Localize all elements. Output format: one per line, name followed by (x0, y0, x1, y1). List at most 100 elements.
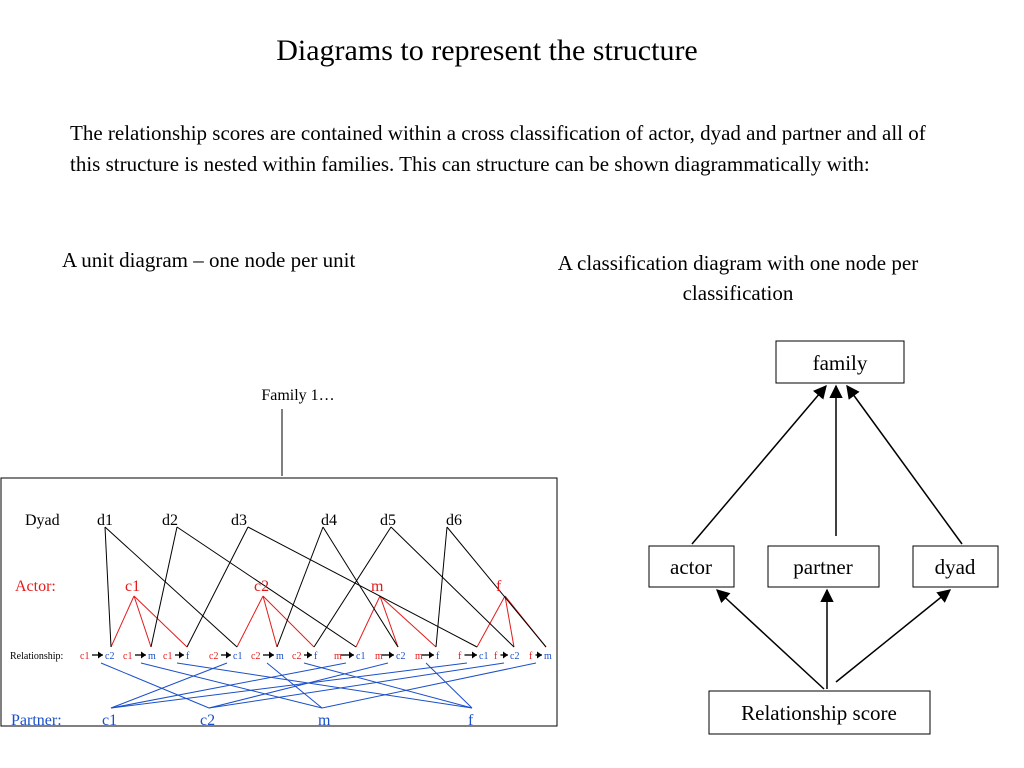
relationship-actor-label: m (415, 651, 423, 662)
partner-node-label: partner (793, 555, 852, 579)
relationship-partner-label: c1 (479, 651, 488, 662)
actor-relationship-line (504, 595, 515, 648)
partner-relationship-line (208, 662, 505, 709)
actor-label: f (496, 578, 502, 595)
relationship-arrow-head (429, 651, 434, 659)
relationship-partner-label: c2 (396, 651, 405, 662)
relationship-score-node (708, 690, 931, 735)
actor-relationship-line (262, 595, 315, 648)
dyad-label: d4 (321, 512, 337, 529)
relationship-arrow-head (179, 651, 184, 659)
dyad-node (912, 545, 999, 588)
arrow-score-to-dyad (835, 589, 952, 683)
arrow-actor-to-family (691, 384, 827, 545)
dyad-row-label: Dyad (25, 512, 60, 529)
page-title: Diagrams to represent the structure (276, 34, 698, 67)
partner-relationship-line (266, 662, 323, 709)
relationship-arrow-head (269, 651, 274, 659)
actor-label: c2 (254, 578, 269, 595)
relationship-arrow-head (537, 651, 542, 659)
unit-diagram-frame (0, 477, 558, 727)
partner-label: m (318, 712, 331, 729)
actor-relationship-line (379, 595, 399, 648)
family-node-label: family (813, 351, 868, 375)
dyad-relationship-line (104, 526, 238, 648)
relationship-actor-label: c1 (123, 651, 132, 662)
family-1-label: Family 1… (261, 387, 334, 404)
dyad-relationship-line (176, 526, 357, 648)
relationship-arrow-head (141, 651, 146, 659)
dyad-relationship-line (390, 526, 515, 648)
relationship-partner-label: c1 (233, 651, 242, 662)
relationship-actor-label: f (458, 651, 462, 662)
dyad-label: d5 (380, 512, 396, 529)
actor-node-label: actor (670, 555, 712, 579)
relationship-actor-label: c2 (209, 651, 218, 662)
actor-row-label: Actor: (15, 578, 56, 595)
relationship-partner-label: c1 (356, 651, 365, 662)
dyad-relationship-line (322, 526, 399, 648)
partner-relationship-line (321, 662, 537, 709)
relationship-actor-label: f (494, 651, 498, 662)
partner-node (767, 545, 880, 588)
relationship-row-label: Relationship: (10, 651, 63, 662)
intro-paragraph: The relationship scores are contained wi… (70, 121, 926, 176)
dyad-relationship-line (186, 526, 249, 648)
relationship-partner-label: c2 (510, 651, 519, 662)
partner-relationship-line (110, 662, 228, 709)
relationship-partner-label: m (148, 651, 156, 662)
partner-relationship-line (303, 662, 473, 709)
dyad-relationship-line (435, 526, 448, 648)
relationship-arrow-head (307, 651, 312, 659)
actor-relationship-line (133, 595, 188, 648)
dyad-relationship-line (150, 526, 178, 648)
actor-relationship-line (262, 595, 278, 648)
unit-diagram-caption: A unit diagram – one node per unit (62, 248, 356, 272)
partner-row-label: Partner: (11, 712, 62, 729)
actor-label: m (371, 578, 384, 595)
relationship-arrow-head (503, 651, 508, 659)
relationship-arrow-head (226, 651, 231, 659)
relationship-arrow-head (349, 651, 354, 659)
relationship-actor-label: c2 (251, 651, 260, 662)
dyad-label: d6 (446, 512, 462, 529)
dyad-relationship-line (446, 526, 547, 648)
partner-relationship-line (208, 662, 389, 709)
dyad-label: d1 (97, 512, 113, 529)
arrow-dyad-to-family (846, 384, 963, 545)
relationship-partner-label: m (276, 651, 284, 662)
actor-relationship-line (379, 595, 437, 648)
partner-relationship-line (110, 662, 468, 709)
relationship-arrow-head (389, 651, 394, 659)
family-node (775, 340, 905, 384)
relationship-arrow-head (98, 651, 103, 659)
partner-label: f (468, 712, 474, 729)
relationship-actor-label: c1 (163, 651, 172, 662)
partner-relationship-line (110, 662, 347, 709)
relationship-partner-label: f (314, 651, 318, 662)
dyad-label: d2 (162, 512, 178, 529)
actor-relationship-line (236, 595, 264, 648)
partner-relationship-line (425, 662, 473, 709)
relationship-arrow-head (472, 651, 477, 659)
actor-relationship-line (110, 595, 135, 648)
relationship-actor-label: m (334, 651, 342, 662)
actor-node (648, 545, 735, 588)
relationship-actor-label: f (529, 651, 533, 662)
classification-diagram-caption: A classification diagram with one node p… (557, 251, 919, 305)
actor-relationship-line (133, 595, 152, 648)
relationship-partner-label: f (436, 651, 440, 662)
partner-relationship-line (100, 662, 210, 709)
partner-label: c1 (102, 712, 117, 729)
dyad-relationship-line (313, 526, 392, 648)
relationship-actor-label: c2 (292, 651, 301, 662)
partner-relationship-line (140, 662, 323, 709)
relationship-actor-label: m (375, 651, 383, 662)
relationship-partner-label: c2 (105, 651, 114, 662)
dyad-node-label: dyad (935, 555, 976, 579)
partner-label: c2 (200, 712, 215, 729)
dyad-relationship-line (276, 526, 324, 648)
relationship-partner-label: m (544, 651, 552, 662)
relationship-partner-label: f (186, 651, 190, 662)
